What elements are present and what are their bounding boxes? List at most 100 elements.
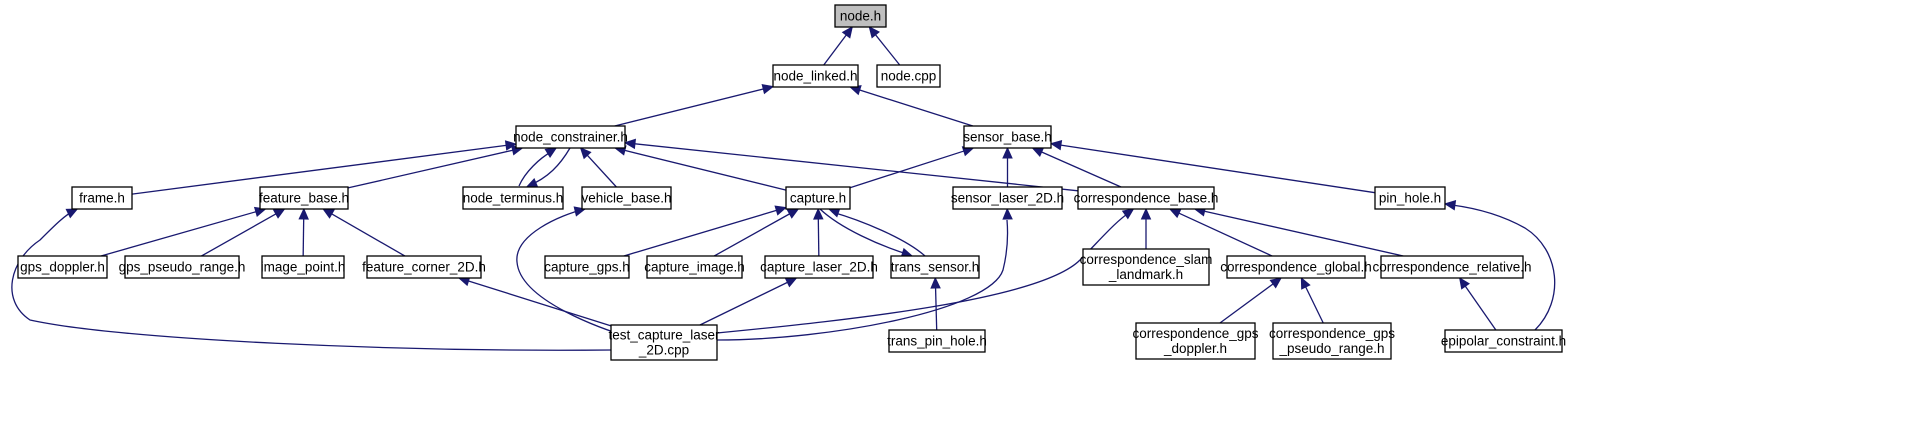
node-label: node.cpp (881, 69, 937, 84)
node-label: trans_sensor.h (891, 260, 980, 275)
node-box (834, 4, 887, 28)
file-node-capture-h[interactable]: capture.h (785, 186, 851, 210)
file-node-sensor-base-h[interactable]: sensor_base.h (963, 125, 1052, 149)
file-node-node-cpp[interactable]: node.cpp (876, 64, 941, 88)
node-label: correspondence_relative.h (1372, 260, 1531, 275)
edge-layer (11, 26, 1556, 351)
dependency-edge (868, 26, 901, 66)
edge-arrowhead (1269, 277, 1283, 289)
file-node-correspondence-relative-h[interactable]: correspondence_relative.h (1372, 255, 1532, 279)
file-node-sensor-laser-2D-h[interactable]: sensor_laser_2D.h (951, 186, 1064, 210)
edge-line (819, 208, 911, 256)
file-node-trans-pin-hole-h[interactable]: trans_pin_hole.h (887, 329, 987, 353)
file-node-feature-corner-2D-h[interactable]: feature_corner_2D.h (362, 255, 486, 279)
edge-arrowhead (1168, 208, 1182, 219)
edge-arrowhead (868, 26, 880, 39)
dependency-edge (827, 207, 926, 257)
dependency-edge (849, 146, 975, 189)
edge-line (624, 149, 787, 191)
edge-line (516, 208, 651, 344)
node-label: _pseudo_range.h (1278, 341, 1384, 356)
file-node-correspondence-base-h[interactable]: correspondence_base.h (1074, 186, 1219, 210)
file-node-node-constrainer-h[interactable]: node_constrainer.h (513, 125, 628, 149)
edge-line (201, 213, 277, 257)
node-box (1082, 248, 1210, 286)
node-label: epipolar_constraint.h (1441, 334, 1566, 349)
node-box (963, 125, 1052, 149)
dependency-edge (1300, 276, 1324, 324)
edge-line (823, 34, 847, 66)
node-label: trans_pin_hole.h (887, 334, 987, 349)
file-node-frame-h[interactable]: frame.h (71, 186, 133, 210)
file-node-image-point-h[interactable]: image_point.h (261, 255, 346, 279)
edge-arrowhead (841, 26, 853, 39)
node-box (1272, 322, 1392, 360)
node-box (785, 186, 851, 210)
file-node-correspondence-gps-doppler-h[interactable]: correspondence_gps_doppler.h (1132, 322, 1259, 360)
dependency-edge (1049, 139, 1376, 194)
file-node-gps-pseudo-range-h[interactable]: gps_pseudo_range.h (119, 255, 246, 279)
node-box (888, 329, 986, 353)
file-node-correspondence-gps-pseudo-range-h[interactable]: correspondence_gps_pseudo_range.h (1269, 322, 1395, 360)
node-box (515, 125, 626, 149)
node-label: correspondence_gps (1269, 326, 1395, 341)
node-label: correspondence_slam (1080, 252, 1213, 267)
node-label: frame.h (79, 191, 125, 206)
edge-arrowhead (1300, 276, 1311, 290)
edge-line (831, 211, 926, 257)
edge-arrowhead (298, 207, 309, 220)
node-box (261, 255, 345, 279)
node-box (610, 324, 718, 361)
dependency-edge (457, 276, 612, 327)
edge-line (468, 280, 612, 327)
node-box (581, 186, 672, 210)
file-node-epipolar-constraint-h[interactable]: epipolar_constraint.h (1441, 329, 1566, 353)
edge-arrowhead (1002, 146, 1013, 159)
node-label: correspondence_global.h (1220, 260, 1372, 275)
file-node-node-h: node.h (834, 4, 887, 28)
edge-arrowhead (623, 138, 636, 150)
file-node-node-terminus-h[interactable]: node_terminus.h (462, 186, 564, 210)
dependency-edge (930, 276, 941, 331)
edge-line (713, 213, 790, 257)
node-label: capture_gps.h (544, 260, 630, 275)
file-node-trans-sensor-h[interactable]: trans_sensor.h (890, 255, 980, 279)
node-label: correspondence_base.h (1074, 191, 1219, 206)
node-box (259, 186, 349, 210)
file-node-node-linked-h[interactable]: node_linked.h (772, 64, 859, 88)
edge-arrowhead (272, 208, 286, 219)
dependency-edge (131, 140, 518, 195)
file-node-correspondence-global-h[interactable]: correspondence_global.h (1220, 255, 1372, 279)
edge-line (302, 218, 305, 257)
node-label: vehicle_base.h (581, 191, 671, 206)
file-node-feature-base-h[interactable]: feature_base.h (259, 186, 349, 210)
node-box (1444, 329, 1563, 353)
file-node-capture-gps-h[interactable]: capture_gps.h (544, 255, 630, 279)
file-node-capture-laser-2D-h[interactable]: capture_laser_2D.h (760, 255, 878, 279)
file-node-capture-image-h[interactable]: capture_image.h (644, 255, 745, 279)
edge-arrowhead (504, 140, 518, 151)
file-node-gps-doppler-h[interactable]: gps_doppler.h (17, 255, 108, 279)
dependency-edge (1443, 200, 1556, 331)
file-node-vehicle-base-h[interactable]: vehicle_base.h (581, 186, 672, 210)
node-label: node_terminus.h (463, 191, 564, 206)
node-label: pin_hole.h (1379, 191, 1441, 206)
node-box (1135, 322, 1256, 360)
node-box (890, 255, 980, 279)
edge-arrowhead (1121, 208, 1135, 220)
dependency-edge (813, 207, 824, 257)
file-node-test-capture-laser-2D-cpp[interactable]: test_capture_laser_2D.cpp (608, 324, 720, 361)
node-box (952, 186, 1063, 210)
file-node-pin-hole-h[interactable]: pin_hole.h (1374, 186, 1446, 210)
node-box (646, 255, 743, 279)
dependency-edge (1140, 207, 1152, 249)
node-box (764, 255, 874, 279)
dependency-edge (613, 145, 787, 191)
dependency-edge (1458, 276, 1497, 331)
dependency-edge (623, 138, 1079, 192)
node-box (772, 64, 859, 88)
file-node-correspondence-slam-landmark-h[interactable]: correspondence_slam_landmark.h (1080, 248, 1213, 286)
edge-arrowhead (761, 84, 775, 95)
edge-arrowhead (65, 208, 79, 219)
